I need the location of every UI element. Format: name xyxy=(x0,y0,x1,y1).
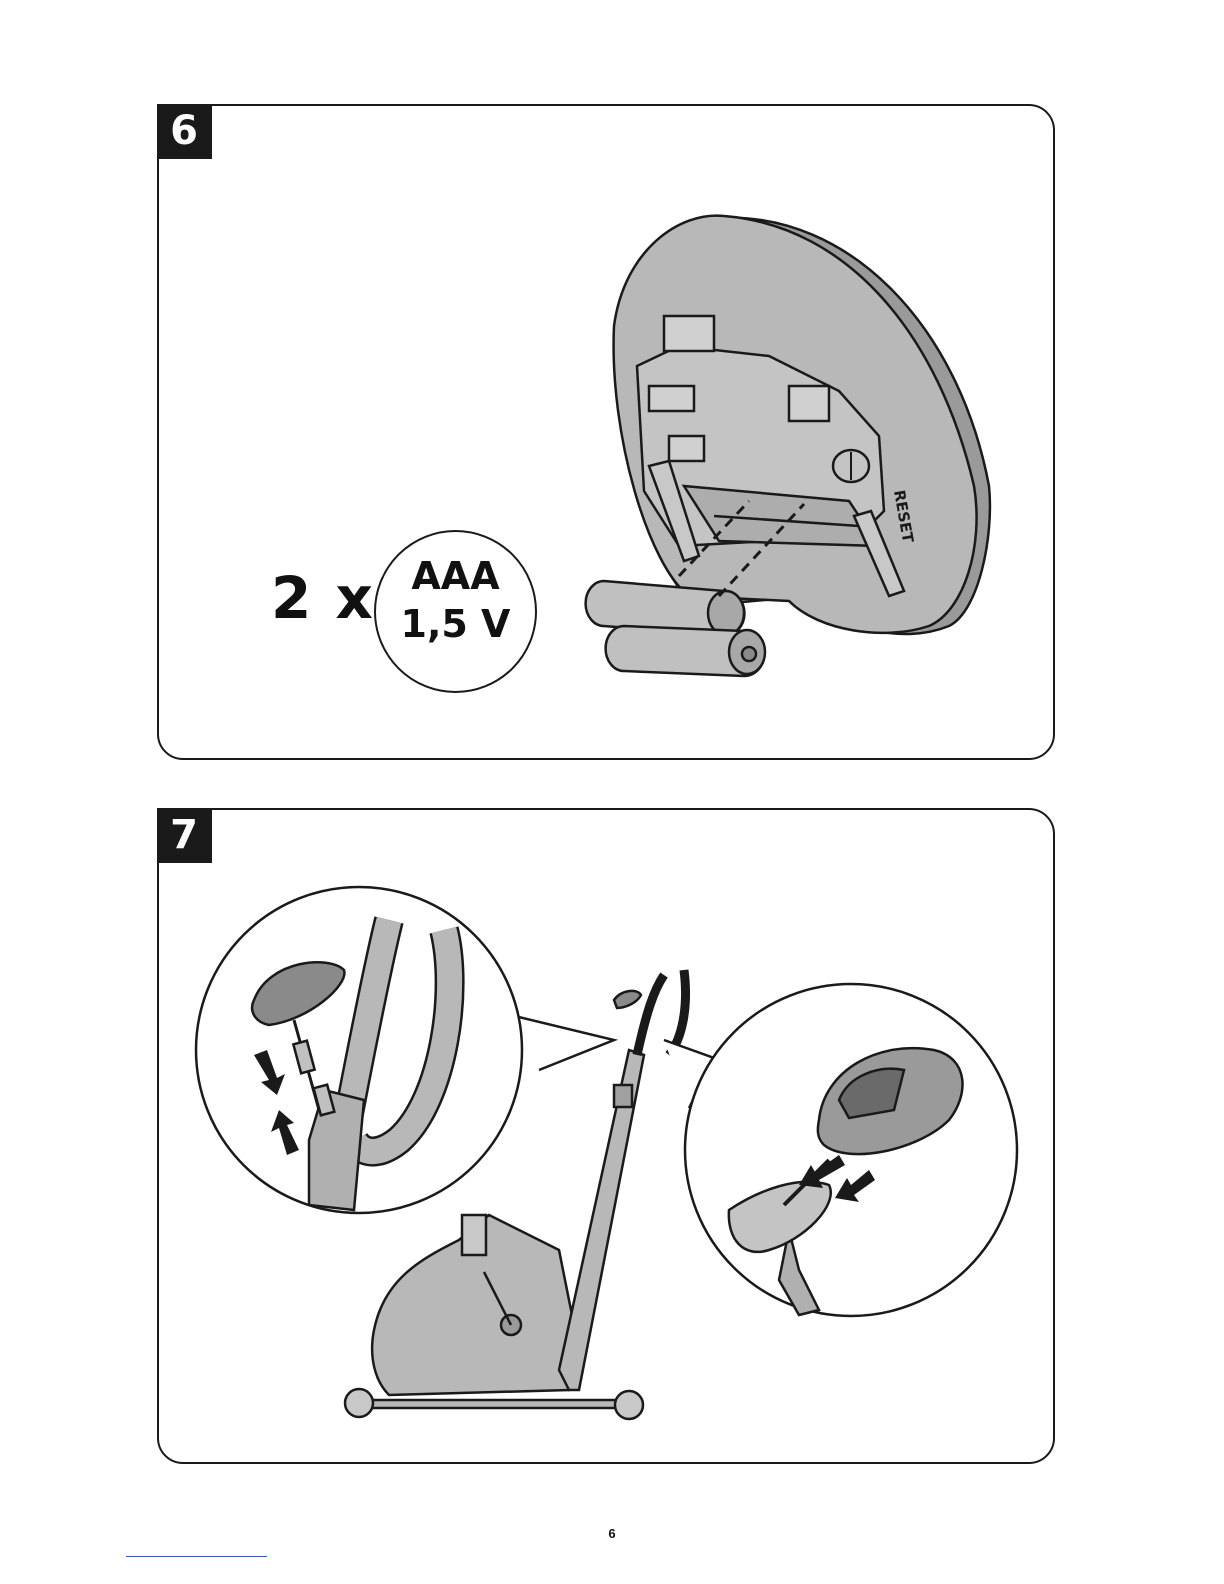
step-7-panel: 7 xyxy=(157,808,1055,1464)
console-housing xyxy=(614,216,990,634)
step-6-panel: 6 RESET xyxy=(157,104,1055,760)
page-number: 6 xyxy=(0,1526,1224,1541)
battery-voltage: 1,5 V xyxy=(376,600,535,648)
footer-link-underline xyxy=(126,1556,267,1557)
right-detail-callout xyxy=(664,984,1017,1316)
bike-console-illustration xyxy=(159,810,1057,1466)
battery-spec-callout: AAA 1,5 V xyxy=(374,530,537,693)
console-battery-illustration: RESET xyxy=(159,106,1057,762)
left-detail-callout xyxy=(196,887,614,1213)
battery-pair xyxy=(586,581,765,676)
battery-quantity: 2 x xyxy=(271,564,375,632)
battery-type: AAA xyxy=(376,552,535,600)
